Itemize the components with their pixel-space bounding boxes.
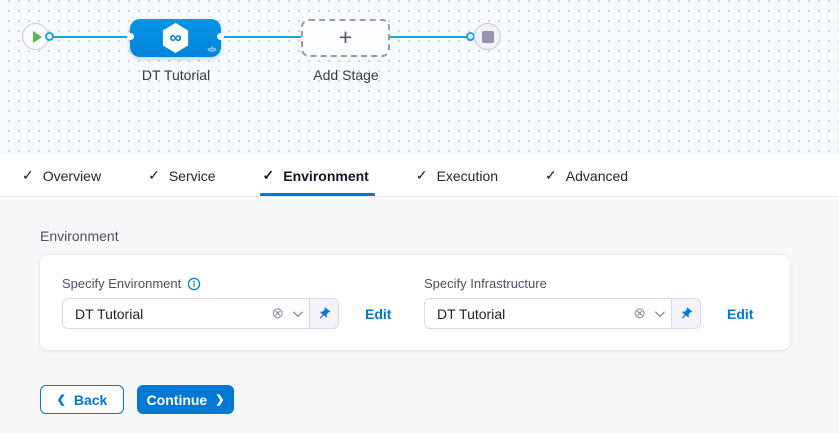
pipeline-end-node[interactable] (474, 23, 501, 50)
environment-select[interactable]: DT Tutorial ⊗ (62, 298, 310, 329)
plus-icon: + (338, 23, 353, 50)
tab-advanced[interactable]: ✓ Advanced (545, 155, 628, 196)
chevron-left-icon: ❮ (56, 393, 66, 406)
stage-node-label: DT Tutorial (141, 67, 211, 83)
pipeline-start-node[interactable] (22, 23, 49, 50)
stop-icon (481, 30, 494, 43)
tab-label: Overview (42, 167, 102, 184)
pin-icon (682, 307, 693, 318)
infrastructure-field-group: Specify Infrastructure DT Tutorial ⊗ (424, 276, 753, 350)
check-icon: ✓ (545, 167, 557, 183)
edge-stage-to-addstage (221, 36, 301, 38)
tab-overview[interactable]: ✓ Overview (22, 155, 101, 196)
environment-field-label: Specify Environment (62, 276, 182, 291)
edge-start-to-stage (52, 36, 130, 38)
footer-actions: ❮ Back Continue ❯ (40, 385, 234, 414)
stage-node-dt-tutorial[interactable]: ∞ </> (127, 19, 224, 57)
add-stage-button[interactable]: + (301, 19, 390, 57)
info-icon[interactable] (187, 277, 201, 291)
add-stage-label: Add Stage (313, 67, 379, 83)
environment-card: Specify Environment DT Tutorial ⊗ (40, 255, 790, 350)
check-icon: ✓ (262, 167, 275, 183)
tab-label: Execution (436, 167, 499, 184)
check-icon: ✓ (22, 167, 34, 183)
section-title: Environment (40, 228, 119, 244)
environment-tab-panel: Environment Specify Environment (0, 198, 839, 433)
tab-label: Service (168, 167, 216, 184)
environment-select-value: DT Tutorial (75, 305, 144, 322)
check-icon: ✓ (148, 167, 160, 183)
infrastructure-select[interactable]: DT Tutorial ⊗ (424, 298, 672, 329)
environment-field-group: Specify Environment DT Tutorial ⊗ (62, 276, 393, 350)
harness-icon: ∞ (169, 27, 182, 47)
edit-environment-link[interactable]: Edit (365, 305, 392, 322)
pipeline-canvas[interactable]: ∞ </> DT Tutorial + Add Stage (0, 0, 839, 155)
edit-infrastructure-link[interactable]: Edit (727, 305, 754, 322)
tab-execution[interactable]: ✓ Execution (416, 155, 498, 196)
start-connector-port[interactable] (45, 32, 54, 41)
check-icon: ✓ (415, 167, 428, 183)
play-icon (32, 30, 42, 43)
chevron-down-icon[interactable] (654, 307, 665, 318)
deploy-stage-icon: ∞ (162, 23, 189, 53)
stage-out-port (217, 33, 224, 40)
chevron-right-icon: ❯ (215, 393, 225, 406)
code-badge-icon: </> (207, 47, 216, 54)
clear-icon[interactable]: ⊗ (633, 305, 646, 322)
chevron-down-icon[interactable] (292, 307, 303, 318)
continue-button[interactable]: Continue ❯ (137, 385, 234, 414)
tab-service[interactable]: ✓ Service (148, 155, 215, 196)
pin-infrastructure-button[interactable] (672, 298, 701, 329)
edge-addstage-to-end (390, 36, 469, 38)
infrastructure-field-label: Specify Infrastructure (424, 276, 547, 291)
tab-label: Advanced (565, 167, 629, 184)
continue-button-label: Continue (146, 391, 208, 408)
stage-tabbar: ✓ Overview ✓ Service ✓ Environment ✓ Exe… (0, 155, 839, 197)
back-button[interactable]: ❮ Back (40, 385, 124, 414)
stage-in-port (127, 33, 134, 40)
clear-icon[interactable]: ⊗ (271, 305, 284, 322)
pin-environment-button[interactable] (310, 298, 339, 329)
tab-label: Environment (283, 167, 369, 184)
tab-environment[interactable]: ✓ Environment (259, 155, 376, 196)
infrastructure-select-value: DT Tutorial (437, 305, 506, 322)
back-button-label: Back (73, 391, 108, 408)
pin-icon (320, 307, 331, 318)
